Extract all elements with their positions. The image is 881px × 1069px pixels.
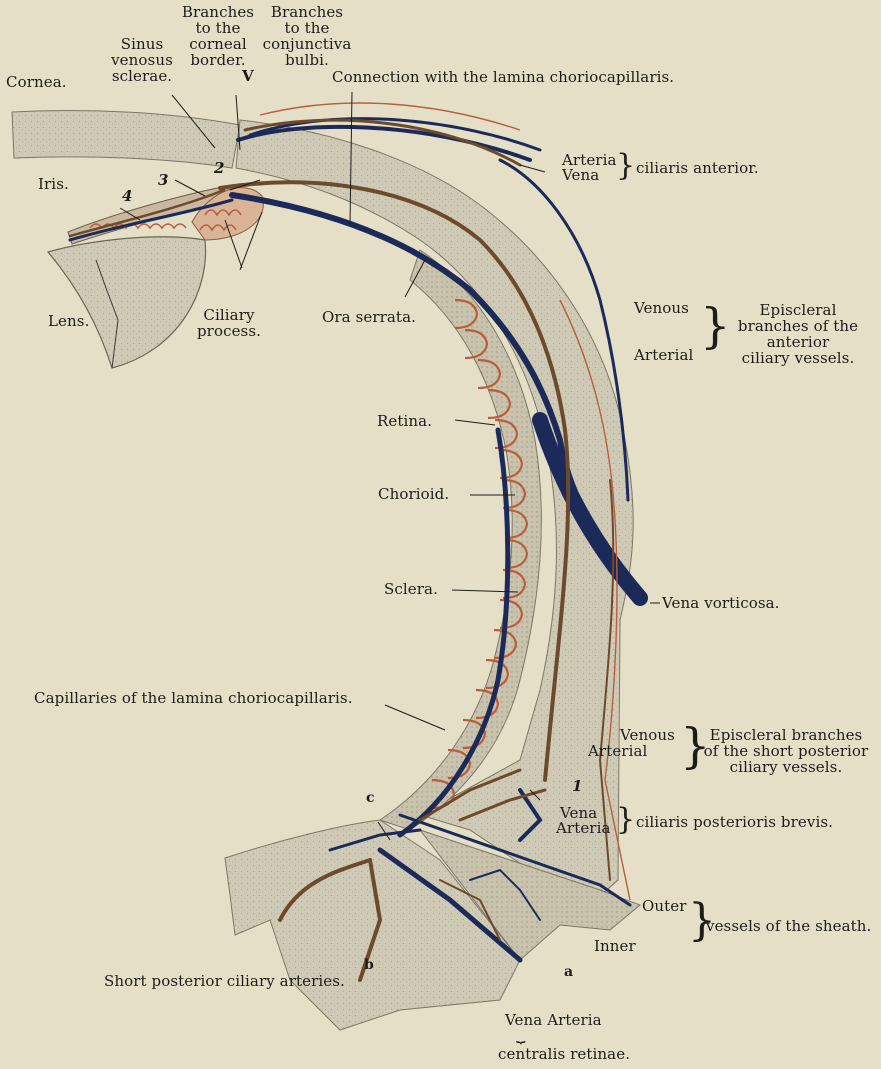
- label-line: Ciliary: [184, 307, 274, 323]
- brace-centralis: ⏟: [516, 1026, 526, 1042]
- label-sclera: Sclera.: [384, 581, 438, 597]
- label-lens: Lens.: [48, 313, 89, 329]
- label-ciliaris-posterioris: ciliaris posterioris brevis.: [636, 814, 833, 830]
- label-venous-posterior: Venous: [620, 727, 675, 743]
- label-line: corneal: [175, 36, 261, 52]
- label-arterial-anterior: Arterial: [634, 347, 693, 363]
- label-line: venosus: [100, 52, 184, 68]
- label-line: of the short posterior: [696, 743, 876, 759]
- label-vessels-sheath: vessels of the sheath.: [706, 918, 871, 934]
- label-number-4: 4: [122, 188, 133, 204]
- label-letter-c: c: [366, 790, 375, 806]
- brace-ciliaris-anterior: }: [616, 151, 635, 181]
- label-short-posterior: Short posterior ciliary arteries.: [104, 973, 345, 989]
- label-cornea: Cornea.: [6, 74, 67, 90]
- label-ora-serrata: Ora serrata.: [322, 309, 416, 325]
- lens-tissue: [48, 237, 206, 368]
- label-line: to the: [175, 20, 261, 36]
- label-letter-b: b: [364, 957, 374, 973]
- label-line: ciliary vessels.: [720, 350, 876, 366]
- label-line: Episcleral: [720, 302, 876, 318]
- label-line: bulbi.: [255, 52, 359, 68]
- label-ciliaris-anterior: ciliaris anterior.: [636, 160, 759, 176]
- label-sinus-venosus: Sinus venosus sclerae.: [100, 36, 184, 84]
- label-line: process.: [184, 323, 274, 339]
- label-number-3: 3: [158, 172, 169, 188]
- label-line: Branches: [175, 4, 261, 20]
- label-number-1: 1: [572, 778, 583, 794]
- label-connection: Connection with the lamina choriocapilla…: [332, 69, 674, 85]
- label-line: anterior: [720, 334, 876, 350]
- label-branches-corneal: Branches to the corneal border.: [175, 4, 261, 68]
- label-letter-a: a: [564, 964, 573, 980]
- label-ciliary-process: Ciliary process.: [184, 307, 274, 339]
- label-arterial-posterior: Arterial: [588, 743, 647, 759]
- label-line: to the: [255, 20, 359, 36]
- label-outer: Outer: [642, 898, 687, 914]
- label-number-2: 2: [214, 160, 225, 176]
- label-branches-conjunctiva: Branches to the conjunctiva bulbi.: [255, 4, 359, 68]
- label-venous-anterior: Venous: [634, 300, 689, 316]
- label-chorioid: Chorioid.: [378, 486, 449, 502]
- label-line: border.: [175, 52, 261, 68]
- label-capillaries: Capillaries of the lamina choriocapillar…: [34, 690, 353, 706]
- label-line: conjunctiva: [255, 36, 359, 52]
- label-episcleral-posterior: Episcleral branches of the short posteri…: [696, 727, 876, 775]
- brace-ciliaris-posterioris: }: [616, 805, 635, 835]
- label-episcleral-anterior: Episcleral branches of the anterior cili…: [720, 302, 876, 366]
- label-line: ciliary vessels.: [696, 759, 876, 775]
- label-v-mark: V: [242, 68, 254, 84]
- label-iris: Iris.: [38, 176, 69, 192]
- label-line: Sinus: [100, 36, 184, 52]
- label-vena-anterior: Vena: [562, 167, 599, 183]
- label-arteria-posterior: Arteria: [556, 820, 611, 836]
- label-retina: Retina.: [377, 413, 432, 429]
- label-line: Branches: [255, 4, 359, 20]
- label-centralis-retinae: centralis retinae.: [498, 1046, 630, 1062]
- label-vena-vorticosa: Vena vorticosa.: [662, 595, 780, 611]
- label-line: Episcleral branches: [696, 727, 876, 743]
- label-inner: Inner: [594, 938, 636, 954]
- label-line: branches of the: [720, 318, 876, 334]
- label-line: sclerae.: [100, 68, 184, 84]
- cornea-tissue: [12, 111, 240, 168]
